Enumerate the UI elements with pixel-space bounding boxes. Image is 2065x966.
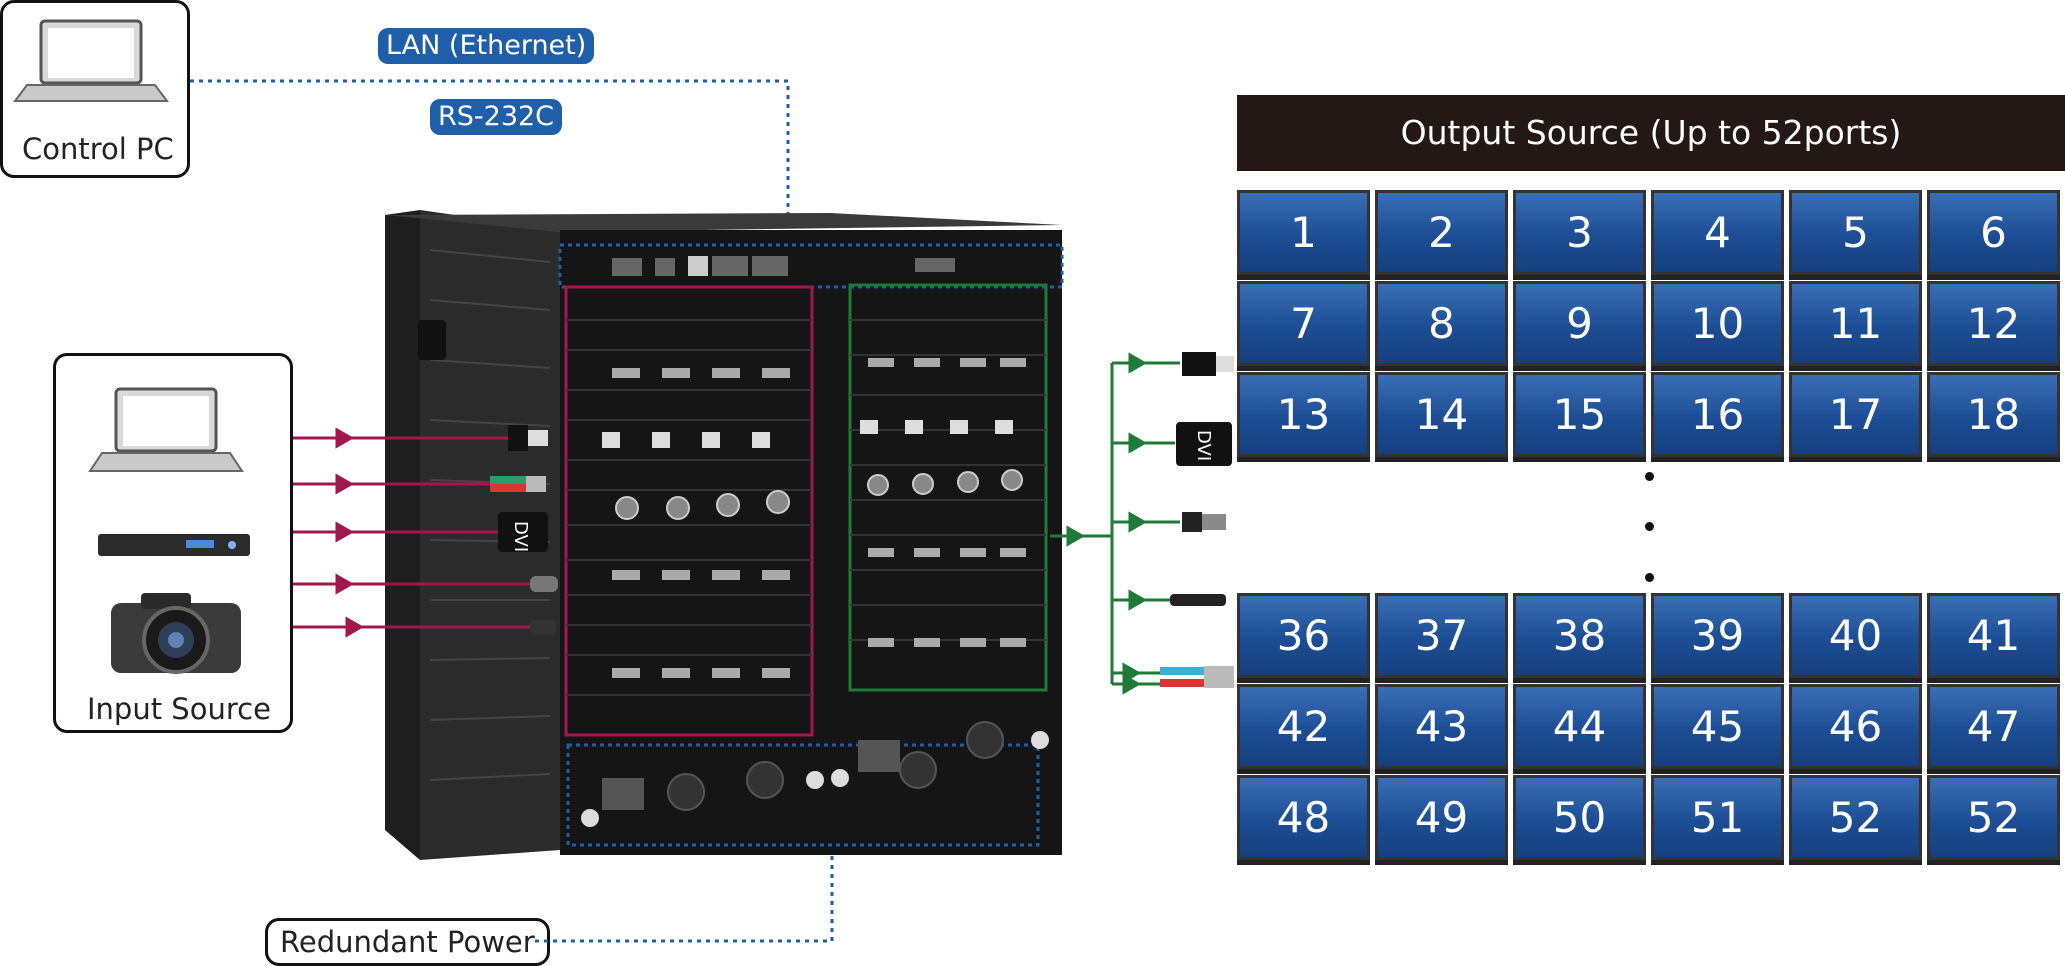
output-screen-tile: 8: [1375, 281, 1508, 371]
output-source-banner: Output Source (Up to 52ports): [1237, 95, 2065, 171]
output-screen-tile: 11: [1789, 281, 1922, 371]
output-screen-tile: 45: [1651, 684, 1784, 774]
ellipsis-dot: [1645, 573, 1654, 582]
output-screen-tile: 37: [1375, 593, 1508, 683]
output-screen-tile: 43: [1375, 684, 1508, 774]
output-screen-tile: 52: [1789, 775, 1922, 865]
output-screen-tile: 12: [1927, 281, 2060, 371]
ellipsis-dot: [1645, 472, 1654, 481]
output-screen-tile: 10: [1651, 281, 1784, 371]
output-screen-tile: 15: [1513, 372, 1646, 462]
output-screen-tile: 38: [1513, 593, 1646, 683]
output-screen-tile: 51: [1651, 775, 1784, 865]
output-screen-tile: 49: [1375, 775, 1508, 865]
output-screen-tile: 17: [1789, 372, 1922, 462]
input-cards-frame: [564, 285, 814, 737]
output-screen-tile: 2: [1375, 190, 1508, 280]
dvi-input-label: DVI: [510, 521, 531, 552]
ellipsis-dot: [1645, 522, 1654, 531]
output-screen-tile: 13: [1237, 372, 1370, 462]
output-screen-tile: 52: [1927, 775, 2060, 865]
output-screen-tile: 44: [1513, 684, 1646, 774]
output-screen-tile: 6: [1927, 190, 2060, 280]
output-screen-tile: 39: [1651, 593, 1784, 683]
output-screen-tile: 16: [1651, 372, 1784, 462]
media-player-icon: [98, 534, 250, 556]
output-screen-tile: 9: [1513, 281, 1646, 371]
input-source-label: Input Source: [87, 692, 271, 726]
output-screen-tile: 5: [1789, 190, 1922, 280]
output-screen-tile: 42: [1237, 684, 1370, 774]
laptop-icon: [88, 387, 244, 472]
output-screen-tile: 47: [1927, 684, 2060, 774]
output-screen-tile: 14: [1375, 372, 1508, 462]
dvi-output-label: DVI: [1193, 430, 1214, 461]
output-screen-tile: 7: [1237, 281, 1370, 371]
output-screen-tile: 1: [1237, 190, 1370, 280]
lan-ethernet-badge: LAN (Ethernet): [378, 28, 595, 64]
output-screen-tile: 4: [1651, 190, 1784, 280]
control-pc-box: [0, 0, 190, 178]
output-screen-tile: 46: [1789, 684, 1922, 774]
rs232c-badge: RS-232C: [430, 99, 563, 135]
output-screen-tile: 41: [1927, 593, 2060, 683]
laptop-icon: [13, 19, 169, 102]
output-screen-tile: 48: [1237, 775, 1370, 865]
control-pc-label: Control PC: [22, 132, 174, 166]
input-source-box: [53, 353, 293, 733]
output-screen-tile: 3: [1513, 190, 1646, 280]
camera-icon: [111, 593, 241, 674]
output-screen-tile: 36: [1237, 593, 1370, 683]
power-section-outline: [566, 743, 1040, 847]
output-screen-tile: 40: [1789, 593, 1922, 683]
output-screen-tile: 50: [1513, 775, 1646, 865]
control-line: [190, 79, 790, 245]
output-cards-frame: [848, 283, 1048, 692]
output-screen-tile: 18: [1927, 372, 2060, 462]
